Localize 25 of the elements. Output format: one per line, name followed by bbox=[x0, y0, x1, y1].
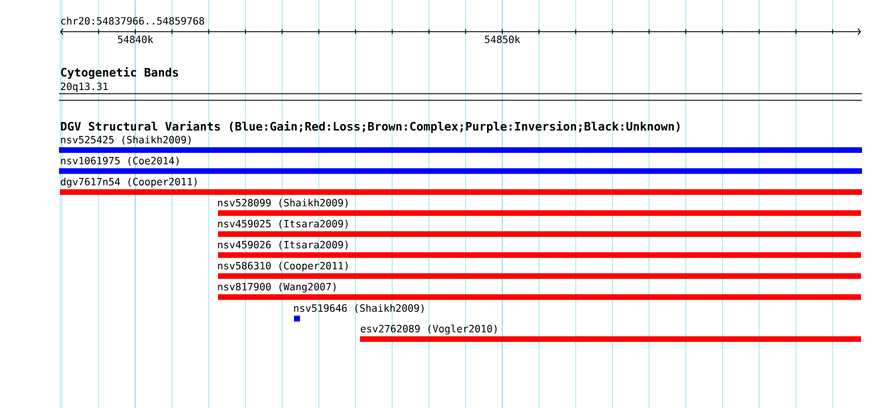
node-label: esv2762089 (Vogler2010) bbox=[360, 324, 497, 334]
variant-bar: nsv528099 (Shaikh2009) bbox=[218, 198, 861, 216]
node-label: nsv817900 (Wang2007) bbox=[218, 282, 336, 292]
variant-bar: nsv817900 (Wang2007) bbox=[218, 282, 861, 300]
node-label: nsv519646 (Shaikh2009) bbox=[294, 304, 424, 314]
node-label: dgv7617n54 (Cooper2011) bbox=[60, 178, 197, 188]
variant-bar: nsv519646 (Shaikh2009) bbox=[294, 304, 424, 322]
tick-label: 54850k bbox=[484, 35, 520, 44]
variant-bar: nsv1061975 (Coe2014) bbox=[59, 156, 862, 174]
node-label: nsv459025 (Itsara2009) bbox=[218, 220, 348, 229]
variant-bar: nsv459026 (Itsara2009) bbox=[218, 240, 861, 258]
variant-bar: esv2762089 (Vogler2010) bbox=[360, 324, 861, 342]
coordinate-label: chr20:54837966..54859768 bbox=[61, 16, 204, 25]
variant-bar: nsv525425 (Shaikh2009) bbox=[59, 136, 862, 153]
node-label: nsv525425 (Shaikh2009) bbox=[61, 136, 191, 145]
variant-bar: nsv459025 (Itsara2009) bbox=[218, 220, 861, 237]
track-title: DGV Structural Variants (Blue:Gain;Red:Loss;Brown:Complex;Purple:Inversion;Black:Unknown) bbox=[61, 121, 680, 133]
cytoband: 20q13.31 bbox=[58, 82, 862, 101]
node-label: nsv528099 (Shaikh2009) bbox=[218, 198, 348, 208]
tick-label: 54840k bbox=[118, 35, 154, 44]
node-label: nsv1061975 (Coe2014) bbox=[61, 156, 179, 166]
node-label: nsv459026 (Itsara2009) bbox=[218, 240, 348, 250]
variant-bar: dgv7617n54 (Cooper2011) bbox=[60, 178, 862, 195]
variant-bar: nsv586310 (Cooper2011) bbox=[218, 262, 861, 279]
node-label: nsv586310 (Cooper2011) bbox=[218, 262, 348, 272]
